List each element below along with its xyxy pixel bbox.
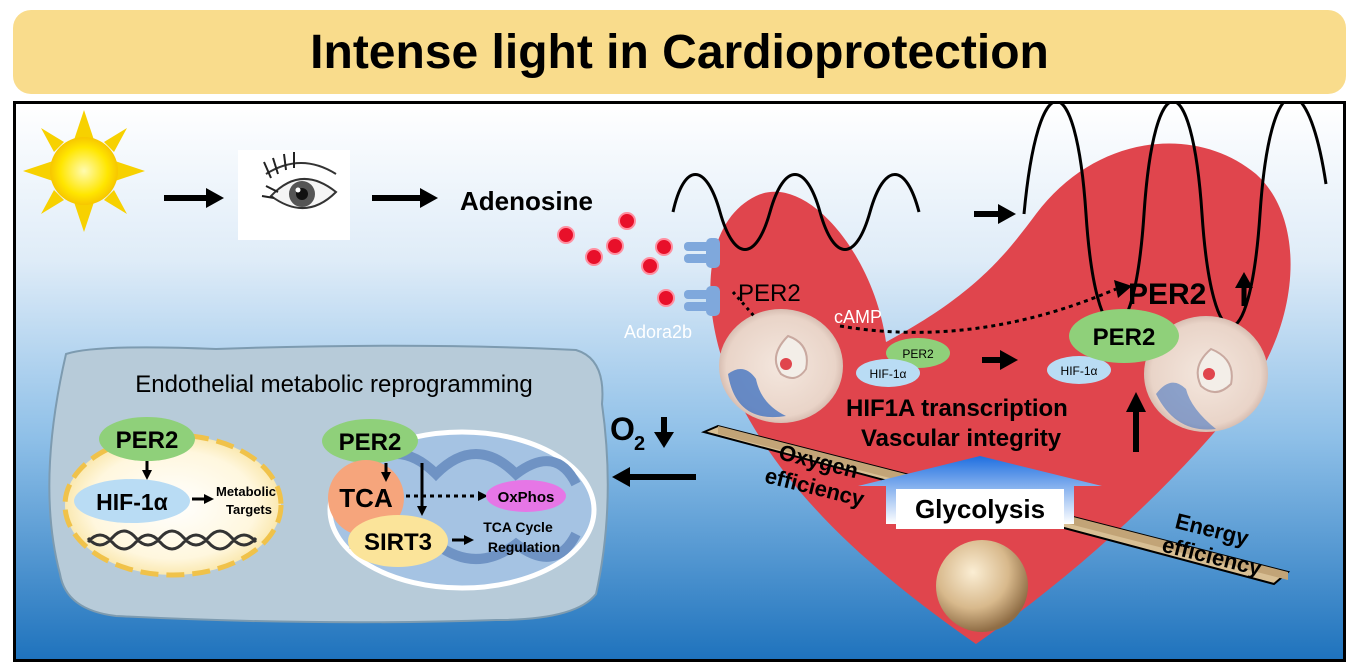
adenosine-dot xyxy=(606,237,624,255)
circadian-wave-baseline xyxy=(671,173,921,251)
adenosine-label: Adenosine xyxy=(460,186,593,216)
arrow-to-endothelial xyxy=(612,467,696,487)
circadian-wave-amplified xyxy=(1022,104,1328,328)
vascular-integrity-label: Vascular integrity xyxy=(861,425,1062,452)
hif1a-big-node xyxy=(1047,356,1111,384)
adora2b-receptor-icon xyxy=(684,238,720,316)
arrow-per2-tca xyxy=(381,463,391,482)
per2-big-node xyxy=(1069,309,1179,363)
metabolic-label: Metabolic xyxy=(216,484,276,499)
regulation-label: Regulation xyxy=(488,539,560,555)
oxphos-node xyxy=(486,480,566,512)
per2-label-heart: PER2 xyxy=(738,280,801,307)
tca-cycle-label: TCA Cycle xyxy=(483,519,553,535)
sirt3-label: SIRT3 xyxy=(364,529,432,556)
adenosine-molecules xyxy=(557,212,675,307)
endo-per2-label: PER2 xyxy=(116,427,179,454)
o2-label: O xyxy=(610,411,635,447)
endo-per2-node xyxy=(99,417,195,461)
oxphos-label: OxPhos xyxy=(498,489,555,506)
arrow-hif-targets xyxy=(192,494,214,504)
mito-per2-label: PER2 xyxy=(339,429,402,456)
arrow-stabilization xyxy=(982,350,1018,370)
endothelial-title: Endothelial metabolic reprogramming xyxy=(135,371,533,398)
adenosine-dot xyxy=(557,226,575,244)
dna-icon xyxy=(86,529,258,551)
diagram-canvas: Adenosine Adora2b xyxy=(23,104,1328,645)
endo-hif1a-node xyxy=(74,479,190,523)
dotted-arrow-camp-per2 xyxy=(839,287,1117,334)
page-title: Intense light in Cardioprotection xyxy=(310,25,1049,79)
dotted-arrow-tca-oxphos-head xyxy=(478,491,488,501)
heart-slice-left xyxy=(719,309,843,423)
hif1a-small-label: HIF-1α xyxy=(870,367,907,381)
title-banner: Intense light in Cardioprotection xyxy=(13,10,1346,94)
adenosine-dot xyxy=(641,257,659,275)
up-arrow-icon xyxy=(1235,272,1253,306)
arrow-sun-to-eye xyxy=(164,188,224,208)
glycolysis-label: Glycolysis xyxy=(915,494,1045,524)
adenosine-dot xyxy=(657,289,675,307)
up-arrow-transcription-icon xyxy=(1126,392,1146,452)
adenosine-dot xyxy=(655,238,673,256)
per2-big-label: PER2 xyxy=(1093,324,1156,351)
fulcrum-ball xyxy=(936,540,1028,632)
sun-icon xyxy=(23,110,145,232)
eye-icon xyxy=(238,150,350,240)
arrow-eye-to-adenosine xyxy=(372,188,438,208)
dotted-arrow-adora-per2 xyxy=(731,291,756,317)
arrow-wave-amplification xyxy=(974,204,1016,224)
arrow-sirt3-tca-cycle xyxy=(452,535,474,545)
tca-label: TCA xyxy=(339,483,393,513)
arrow-per2-sirt3 xyxy=(417,463,427,516)
hif1a-big-label: HIF-1α xyxy=(1061,364,1098,378)
heart-shape xyxy=(710,143,1291,645)
adenosine-dot xyxy=(585,248,603,266)
hif1a-transcription-label: HIF1A transcription xyxy=(846,395,1068,422)
per2-small-label: PER2 xyxy=(902,347,934,361)
adenosine-dot xyxy=(618,212,636,230)
arrow-per2-hif xyxy=(142,461,152,480)
hif1a-small-node xyxy=(856,359,920,387)
sirt3-node xyxy=(348,515,448,567)
mito-per2-node xyxy=(322,419,418,463)
o2-subscript: 2 xyxy=(634,433,645,455)
camp-label: cAMP xyxy=(834,307,882,327)
endo-hif1a-label: HIF-1α xyxy=(96,489,168,515)
per2-up-label: PER2 xyxy=(1128,278,1206,311)
diagram-panel: Adenosine Adora2b xyxy=(13,101,1346,662)
adora2b-label: Adora2b xyxy=(624,322,692,342)
dotted-arrow-head xyxy=(1114,280,1132,298)
glycolysis-box xyxy=(896,489,1064,529)
down-arrow-o2-icon xyxy=(654,417,674,448)
targets-label: Targets xyxy=(226,502,272,517)
